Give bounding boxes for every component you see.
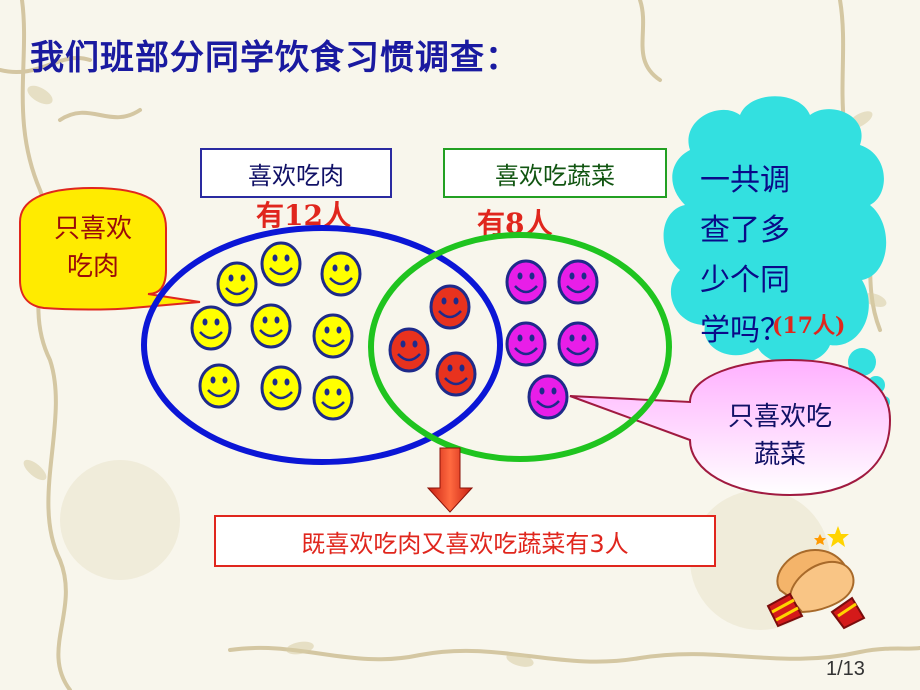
- down-arrow: [426, 447, 474, 513]
- only-meat-callout: [19, 186, 201, 311]
- only-meat-line-2: 吃肉: [66, 252, 119, 282]
- smiley-face-veg-only: [557, 259, 599, 305]
- smiley-face-veg-only: [505, 259, 547, 305]
- smiley-face-both: [388, 327, 430, 373]
- smiley-face-meat-only: [216, 261, 258, 307]
- smiley-face-meat-only: [312, 375, 354, 421]
- both-summary-box: 既喜欢吃肉又喜欢吃蔬菜有3人: [214, 515, 716, 567]
- meat-set-label: 喜欢吃肉: [200, 148, 392, 198]
- smiley-face-veg-only: [505, 321, 547, 367]
- veg-set-label: 喜欢吃蔬菜: [443, 148, 667, 198]
- smiley-face-meat-only: [198, 363, 240, 409]
- veg-set-circle: [368, 232, 672, 462]
- question-line-3: 少个同: [700, 263, 790, 298]
- only-meat-text: 只喜欢 吃肉: [22, 210, 164, 286]
- smiley-face-both: [435, 351, 477, 397]
- smiley-face-meat-only: [190, 305, 232, 351]
- page-title: 我们班部分同学饮食习惯调查：: [30, 38, 520, 78]
- smiley-face-veg-only: [527, 374, 569, 420]
- smiley-face-meat-only: [320, 251, 362, 297]
- only-veg-callout: [569, 358, 892, 497]
- smiley-face-meat-only: [250, 303, 292, 349]
- smiley-face-meat-only: [260, 241, 302, 287]
- smiley-face-veg-only: [557, 321, 599, 367]
- smiley-face-both: [429, 284, 471, 330]
- smiley-face-meat-only: [312, 313, 354, 359]
- only-veg-text: 只喜欢吃 蔬菜: [690, 398, 870, 474]
- meat-set-circle: [141, 225, 503, 465]
- question-line-1: 一共调: [700, 163, 790, 198]
- only-veg-line-2: 蔬菜: [753, 440, 806, 470]
- smiley-face-meat-only: [260, 365, 302, 411]
- only-veg-line-1: 只喜欢吃: [727, 402, 832, 432]
- question-line-2: 查了多: [700, 213, 790, 248]
- question-text: 一共调 查了多 少个同 学吗？: [700, 156, 820, 356]
- question-line-4: 学吗？: [700, 313, 790, 348]
- page-number: 1/13: [826, 658, 865, 680]
- answer-text: (17人): [772, 313, 846, 339]
- only-meat-line-1: 只喜欢: [53, 214, 132, 244]
- clapping-hands-icon: [766, 526, 866, 630]
